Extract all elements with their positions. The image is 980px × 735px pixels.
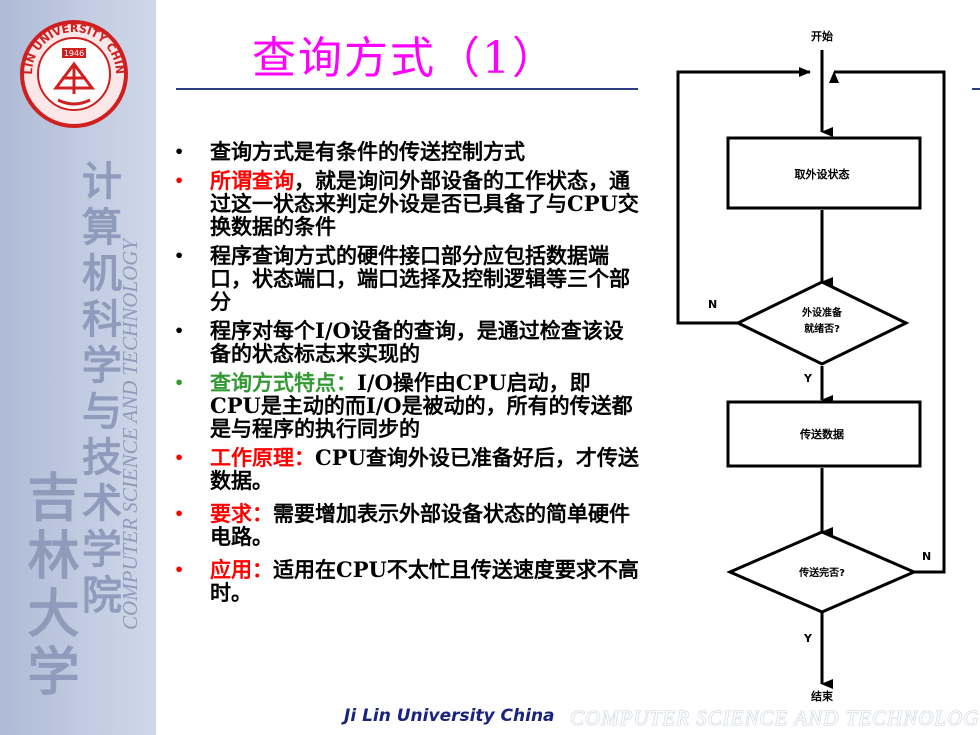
flow-decision1-label: 外设准备 xyxy=(801,306,843,319)
bullet-dot: • xyxy=(174,448,185,467)
bullet-text: ，就是询问外部设备的工作状态，通过这一状态来判定外设是否已具备了与CPU交换数据… xyxy=(210,169,639,238)
bullet-item: • 程序查询方式的硬件接口部分应包括数据端口，状态端口，端口选择及控制逻辑等三个部… xyxy=(170,244,640,313)
flow-step-transfer xyxy=(726,400,922,468)
bullet-text: I/O操作由CPU启动，即CPU是主动的而I/O是被动的，所有的传送都是与程序的… xyxy=(210,371,633,440)
bullet-text: 程序查询方式的硬件接口部分应包括数据端口，状态端口，端口选择及控制逻辑等三个部分 xyxy=(210,244,630,313)
flow-decision-ready xyxy=(734,280,910,366)
bullet-item: • 应用：适用在CPU不太忙且传送速度要求不高时。 xyxy=(170,558,640,604)
flow-no-label-1: N xyxy=(708,298,717,311)
bullet-dot: • xyxy=(174,142,185,161)
sidebar-vertical-cn-inner: 计算机科学与技术学院 xyxy=(75,160,122,620)
bullet-item: • 查询方式特点：I/O操作由CPU启动，即CPU是主动的而I/O是被动的，所有的… xyxy=(170,371,640,440)
bullet-dot: • xyxy=(174,321,185,340)
flow-end-label: 结束 xyxy=(810,689,834,703)
flow-decision-done xyxy=(726,530,918,614)
flow-no-label-2: N xyxy=(922,550,931,563)
sidebar-vertical-en: COMPUTER SCIENCE AND TECHNOLOGY xyxy=(118,238,142,630)
flow-yes-label-2: Y xyxy=(803,632,813,645)
bullet-item: • 查询方式是有条件的传送控制方式 xyxy=(170,140,640,163)
bullet-dot: • xyxy=(174,246,185,265)
flow-decision2-label: 传送完否? xyxy=(798,566,845,579)
flow-decision1-label-2: 就绪否? xyxy=(804,322,840,335)
bullet-dot: • xyxy=(174,560,185,579)
page-title: 查询方式（1） xyxy=(252,33,558,84)
bullet-list: • 查询方式是有条件的传送控制方式 • 所谓查询，就是询问外部设备的工作状态，通过这… xyxy=(170,140,640,604)
bullet-text: 查询方式特点： xyxy=(210,371,357,395)
bullet-text: 需要增加表示外部设备状态的简单硬件电路。 xyxy=(210,502,630,548)
flow-step-read-status xyxy=(726,136,922,210)
university-logo-icon: JILIN UNIVERSITY CHINA 1946 xyxy=(18,18,128,128)
flow-loop-right xyxy=(829,70,946,574)
sidebar: JILIN UNIVERSITY CHINA 1946 计算机科学与技术学院 吉… xyxy=(0,0,156,735)
flow-start-label: 开始 xyxy=(811,29,833,43)
footer-department: COMPUTER SCIENCE AND TECHNOLOGY xyxy=(570,706,980,730)
bullet-text: 所谓查询 xyxy=(210,169,294,193)
flowchart: 开始 取外设状态 外设准备 就绪否? 传送数据 传送完否? 结束 N Y N Y xyxy=(676,29,946,703)
title-divider-tail xyxy=(972,88,980,90)
bullet-dot: • xyxy=(174,504,185,523)
bullet-item: • 要求：需要增加表示外部设备状态的简单硬件电路。 xyxy=(170,502,640,548)
bullet-text: CPU查询外设已准备好后，才传送数据。 xyxy=(210,446,639,492)
title-divider xyxy=(176,88,638,90)
bullet-text: 查询方式是有条件的传送控制方式 xyxy=(210,140,525,163)
bullet-dot: • xyxy=(174,171,185,190)
flow-step2-label: 传送数据 xyxy=(799,427,844,441)
bullet-item: • 程序对每个I/O设备的查询，是通过检查该设备的状态标志来实现的 xyxy=(170,319,640,365)
flow-step1-label: 取外设状态 xyxy=(795,167,850,181)
bullet-text: 要求： xyxy=(210,502,273,526)
footer-university: Ji Lin University China xyxy=(344,706,555,726)
sidebar-vertical-cn-outer: 吉林大学 xyxy=(18,470,79,702)
bullet-item: • 工作原理：CPU查询外设已准备好后，才传送数据。 xyxy=(170,446,640,492)
flow-yes-label-1: Y xyxy=(803,372,813,385)
bullet-text: 程序对每个I/O设备的查询，是通过检查该设备的状态标志来实现的 xyxy=(210,319,624,365)
bullet-text: 应用： xyxy=(210,558,273,582)
svg-text:1946: 1946 xyxy=(64,49,84,58)
bullet-item: • 所谓查询，就是询问外部设备的工作状态，通过这一状态来判定外设是否已具备了与CP… xyxy=(170,169,640,238)
flow-loop-left xyxy=(676,67,811,325)
bullet-text: 适用在CPU不太忙且传送速度要求不高时。 xyxy=(210,558,639,604)
bullet-text: 工作原理： xyxy=(210,446,315,470)
bullet-dot: • xyxy=(174,373,185,392)
